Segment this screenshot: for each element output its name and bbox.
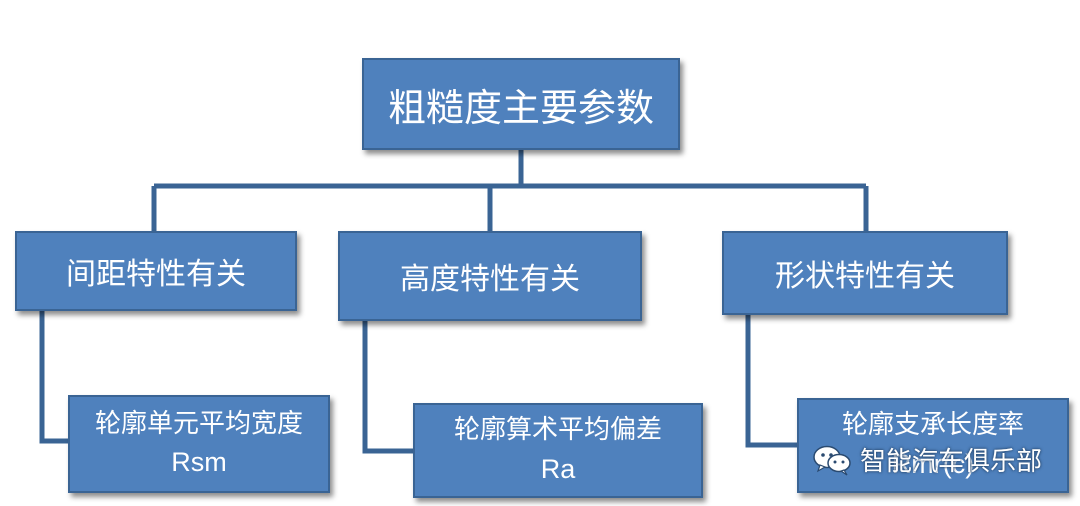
parameter-name: 轮廓单元平均宽度 [94,408,303,439]
watermark: 智能汽车俱乐部 [812,441,1042,478]
category-label: 高度特性有关 [400,262,580,297]
parameter-code: Ra [540,453,576,484]
leaf-connector-spacing [39,311,68,444]
parameter-code: Rmr(c) [891,448,975,479]
parameter-name: 轮廓支承长度率 [841,410,1024,441]
parameter-code: Rsm [171,447,227,478]
parameter-name: 轮廓算术平均偏差 [453,415,662,446]
category-node-height: 高度特性有关 [338,231,642,321]
category-label: 形状特性有关 [775,259,955,294]
parameter-node-ra: 轮廓算术平均偏差 Ra [413,403,703,498]
wechat-icon [813,445,851,475]
leaf-connector-shape [745,315,797,448]
root-label: 粗糙度主要参数 [387,85,654,130]
category-label: 间距特性有关 [66,257,246,292]
parameter-node-rmr: 轮廓支承长度率 Rmr(c) [797,398,1069,493]
category-node-spacing: 间距特性有关 [15,231,297,311]
leaf-connector-height [362,321,413,454]
root-node: 粗糙度主要参数 [362,58,680,150]
category-node-shape: 形状特性有关 [722,231,1008,315]
parameter-node-rsm: 轮廓单元平均宽度 Rsm [68,395,330,493]
watermark-text: 智能汽车俱乐部 [860,447,1043,477]
